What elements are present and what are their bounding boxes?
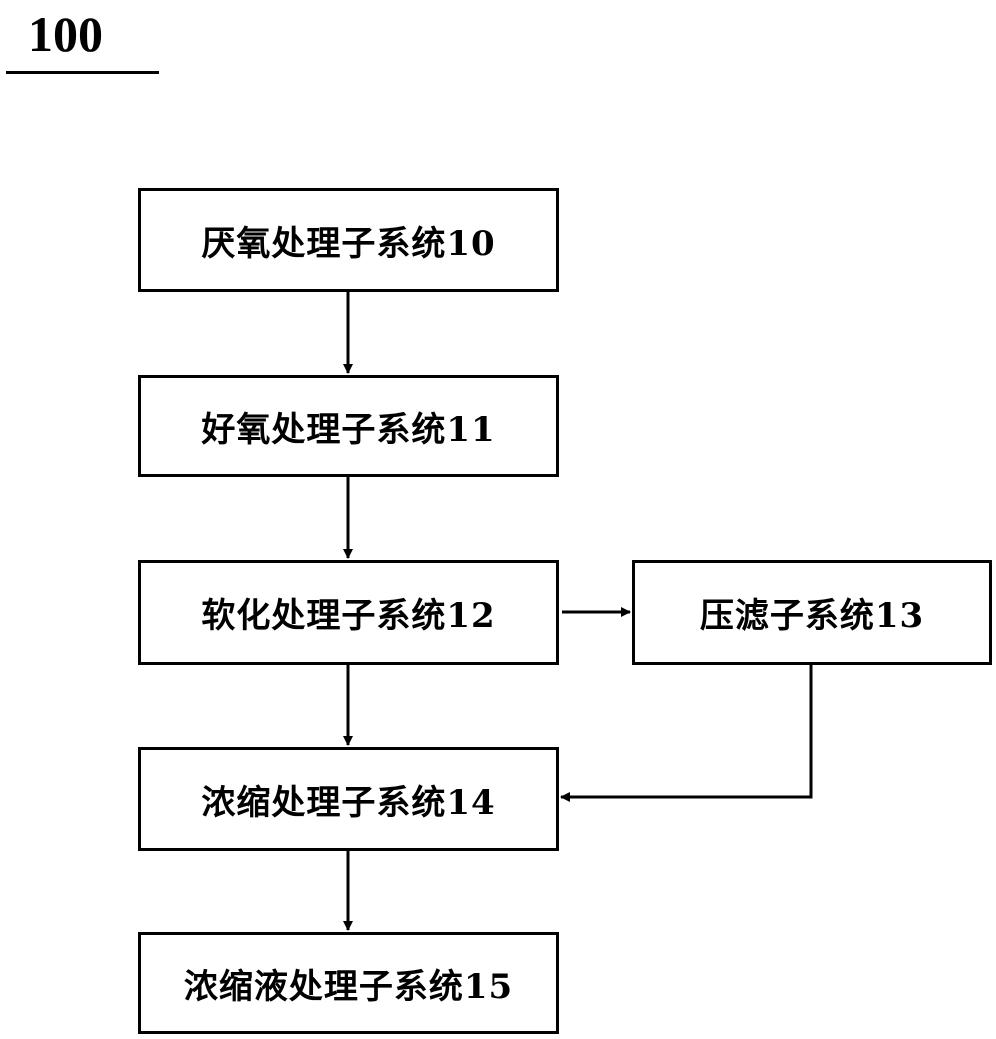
softening-treatment-subsystem-label: 软化处理子系统12 (201, 596, 496, 636)
aerobic-treatment-subsystem-box: 好氧处理子系统11 (138, 375, 559, 477)
anaerobic-treatment-subsystem-label: 厌氧处理子系统10 (201, 223, 496, 264)
reference-underline (6, 71, 159, 74)
figure-reference-numeral: 100 (28, 6, 103, 62)
concentration-treatment-subsystem-label: 浓缩处理子系统14 (201, 782, 496, 823)
anaerobic-treatment-subsystem-box: 厌氧处理子系统10 (138, 188, 559, 292)
filter-press-subsystem-label: 压滤子系统13 (699, 596, 925, 636)
concentration-treatment-subsystem-box: 浓缩处理子系统14 (138, 747, 559, 851)
concentrate-treatment-subsystem-label: 浓缩液处理子系统15 (183, 966, 514, 1007)
concentrate-treatment-subsystem-box: 浓缩液处理子系统15 (138, 932, 559, 1034)
aerobic-treatment-subsystem-label: 好氧处理子系统11 (201, 409, 496, 450)
filter-press-subsystem-box: 压滤子系统13 (632, 560, 992, 665)
arrow-filter-press-to-concentration (560, 665, 813, 802)
softening-treatment-subsystem-box: 软化处理子系统12 (138, 560, 559, 665)
